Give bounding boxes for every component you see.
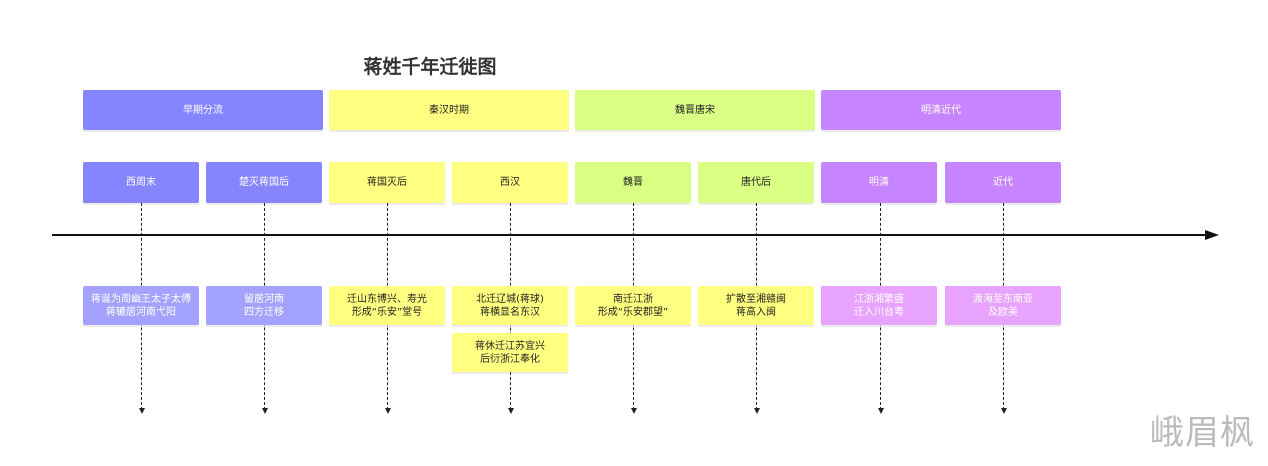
- detail-box: 蒋休迁江苏宜兴 后衍浙江奉化: [452, 333, 568, 372]
- detail-box: 扩散至湘赣闽 蒋高入闽: [698, 286, 814, 325]
- arrow-down-icon: [262, 408, 268, 414]
- detail-box: 迁山东博兴、寿光 形成“乐安”堂号: [329, 286, 445, 325]
- arrow-down-icon: [385, 408, 391, 414]
- arrow-right-icon: [1205, 230, 1219, 240]
- group-ming-qing-modern: 明清近代: [821, 90, 1061, 130]
- detail-box: 南迁江浙 形成“乐安郡望”: [575, 286, 691, 325]
- period-box: 蒋国灭后: [329, 162, 445, 203]
- arrow-down-icon: [754, 408, 760, 414]
- watermark: 峨眉枫: [1150, 413, 1255, 453]
- arrow-down-icon: [508, 408, 514, 414]
- period-box: 近代: [945, 162, 1061, 203]
- detail-box: 留居河南 四方迁移: [206, 286, 322, 325]
- group-qin-han: 秦汉时期: [329, 90, 569, 130]
- period-box: 西周末: [83, 162, 199, 203]
- arrow-down-icon: [631, 408, 637, 414]
- detail-box: 北迁辽城(蒋球) 蒋横显名东汉: [452, 286, 568, 325]
- group-wei-jin-tang-song: 魏晋唐宋: [575, 90, 815, 130]
- period-box: 西汉: [452, 162, 568, 203]
- period-box: 唐代后: [698, 162, 814, 203]
- group-early: 早期分流: [83, 90, 323, 130]
- timeline-axis: [52, 234, 1210, 236]
- detail-box: 江浙湘繁盛 迁入川台粤: [821, 286, 937, 325]
- arrow-down-icon: [878, 408, 884, 414]
- detail-box: 蒋诞为周幽王太子太傅 蒋辘居河南弋阳: [83, 286, 199, 325]
- arrow-down-icon: [139, 408, 145, 414]
- period-box: 魏晋: [575, 162, 691, 203]
- arrow-down-icon: [1001, 408, 1007, 414]
- diagram-title: 蒋姓千年迁徙图: [363, 56, 497, 78]
- detail-box: 渡海至东南亚 及欧美: [945, 286, 1061, 325]
- period-box: 明清: [821, 162, 937, 203]
- period-box: 楚灭蒋国后: [206, 162, 322, 203]
